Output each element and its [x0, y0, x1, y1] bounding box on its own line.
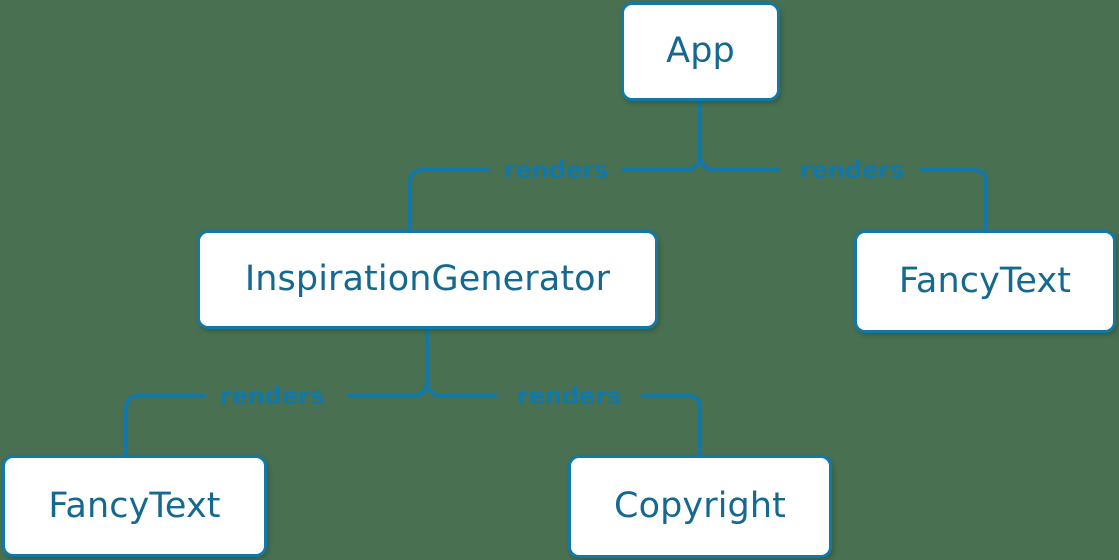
edge-app-to-fancytext-right-seg [920, 168, 988, 230]
edge-ig-to-fancytext-left-seg [124, 394, 205, 455]
node-fancytext-bottom[interactable]: FancyText [2, 455, 267, 557]
edge-label-app-to-fancytext: renders [799, 156, 905, 184]
node-app-label: App [666, 31, 735, 71]
node-copyright[interactable]: Copyright [568, 455, 832, 558]
edge-ig-to-copyright-right-seg [641, 394, 702, 455]
edge-app-to-inspirationgenerator-left-seg [408, 168, 490, 230]
edge-app-to-inspirationgenerator-right-seg [621, 157, 702, 172]
node-fancytext-bottom-label: FancyText [48, 485, 221, 526]
node-inspiration-generator[interactable]: InspirationGenerator [197, 230, 658, 329]
edge-label-inspirationgenerator-to-copyright: renders [516, 382, 622, 410]
node-inspiration-generator-label: InspirationGenerator [244, 259, 611, 299]
node-fancytext-right[interactable]: FancyText [854, 230, 1116, 333]
edge-label-inspirationgenerator-to-fancytext: renders [219, 382, 325, 410]
edge-ig-to-copyright-left-seg [425, 383, 497, 398]
edge-app-to-fancytext-left-seg [698, 157, 780, 172]
edge-label-app-to-inspirationgenerator: renders [503, 156, 609, 184]
node-fancytext-right-label: FancyText [898, 261, 1072, 301]
node-copyright-label: Copyright [614, 486, 786, 526]
node-app[interactable]: App [621, 2, 780, 101]
edge-ig-to-fancytext-right-seg [347, 383, 429, 398]
